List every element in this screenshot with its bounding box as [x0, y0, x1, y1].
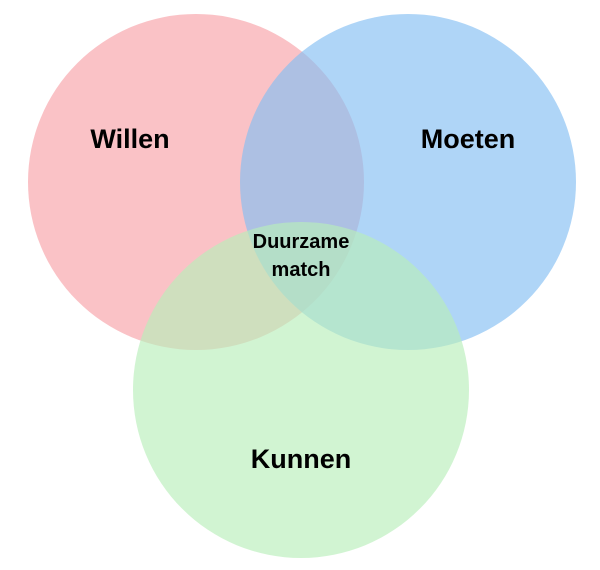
label-kunnen: Kunnen — [251, 444, 352, 474]
circles — [28, 14, 576, 558]
intersection-label-line2: match — [272, 259, 331, 281]
label-moeten: Moeten — [421, 124, 516, 154]
intersection-label-line1: Duurzame — [253, 231, 350, 253]
labels: Willen Moeten Kunnen Duurzame match — [90, 124, 515, 474]
label-willen: Willen — [90, 124, 169, 154]
circle-kunnen — [133, 222, 469, 558]
